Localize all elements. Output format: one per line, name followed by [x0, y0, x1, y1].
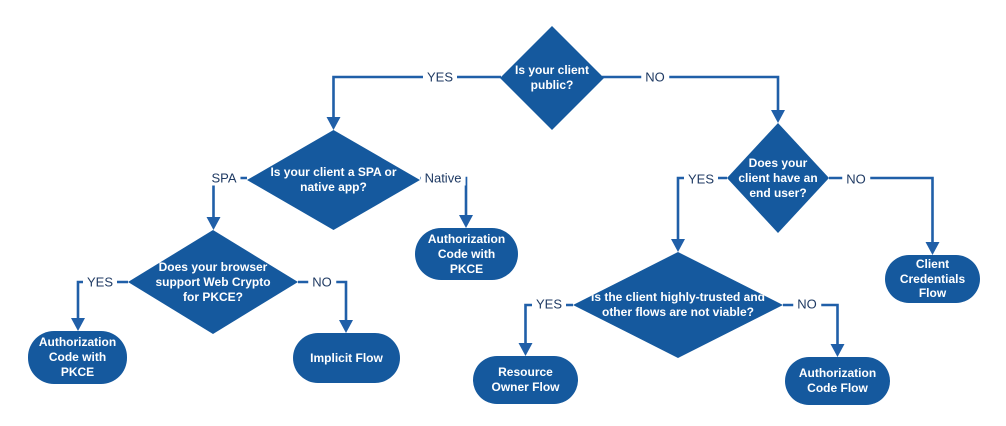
edge-label-no-client-public: NO — [641, 69, 669, 85]
terminal-auth-code-flow-label: Authorization Code Flow — [798, 366, 877, 395]
terminal-auth-code-flow: Authorization Code Flow — [785, 357, 890, 405]
decision-end-user-label: Does your client have an end user? — [738, 155, 818, 200]
edge-label-yes-highly-trusted: YES — [531, 296, 567, 312]
connector-native — [420, 176, 473, 228]
decision-client-public-label: Is your client public? — [514, 63, 590, 92]
edge-label-spa: SPA — [207, 170, 241, 186]
arrow-down-icon — [206, 217, 221, 230]
arrow-down-icon — [925, 242, 940, 255]
decision-spa-or-native-label: Is your client a SPA or native app? — [270, 165, 397, 194]
connector-highly-trusted-no — [783, 303, 845, 357]
arrow-down-icon — [518, 343, 533, 356]
arrow-down-icon — [339, 320, 353, 333]
connector-end-user-no — [829, 176, 940, 255]
connector-client-public-yes — [326, 75, 501, 130]
terminal-resource-owner-flow: Resource Owner Flow — [473, 356, 578, 404]
terminal-auth-code-pkce-browser-label: Authorization Code with PKCE — [38, 335, 117, 379]
connector-spa — [206, 176, 247, 230]
arrow-down-icon — [771, 110, 785, 123]
terminal-client-credentials-flow-label: Client Credentials Flow — [899, 257, 966, 301]
edge-label-native: Native — [420, 170, 466, 186]
terminal-resource-owner-flow-label: Resource Owner Flow — [491, 365, 560, 394]
connector-client-public-no — [602, 75, 785, 123]
connector-web-crypto-no — [298, 280, 353, 333]
edge-label-no-web-crypto: NO — [308, 274, 336, 290]
edge-label-yes-web-crypto: YES — [82, 274, 118, 290]
connector-highly-trusted-yes — [518, 303, 573, 356]
decision-highly-trusted-label: Is the client highly-trusted and other f… — [590, 290, 766, 319]
terminal-implicit-flow-label: Implicit Flow — [310, 350, 383, 365]
edge-label-yes-end-user: YES — [683, 171, 719, 187]
terminal-auth-code-pkce-native: Authorization Code with PKCE — [415, 228, 518, 280]
arrow-down-icon — [459, 215, 473, 228]
arrow-down-icon — [71, 318, 85, 331]
edge-label-no-highly-trusted: NO — [793, 296, 821, 312]
terminal-auth-code-pkce-native-label: Authorization Code with PKCE — [427, 231, 506, 276]
connector-end-user-yes — [671, 176, 727, 252]
arrow-down-icon — [830, 344, 845, 357]
arrow-down-icon — [671, 239, 685, 252]
terminal-implicit-flow: Implicit Flow — [293, 333, 400, 383]
edge-label-no-end-user: NO — [842, 171, 870, 187]
arrow-down-icon — [326, 117, 341, 130]
decision-web-crypto-label: Does your browser support Web Crypto for… — [155, 259, 271, 304]
terminal-client-credentials-flow: Client Credentials Flow — [885, 255, 980, 303]
terminal-auth-code-pkce-browser: Authorization Code with PKCE — [28, 331, 127, 384]
edge-label-yes-client-public: YES — [422, 69, 458, 85]
